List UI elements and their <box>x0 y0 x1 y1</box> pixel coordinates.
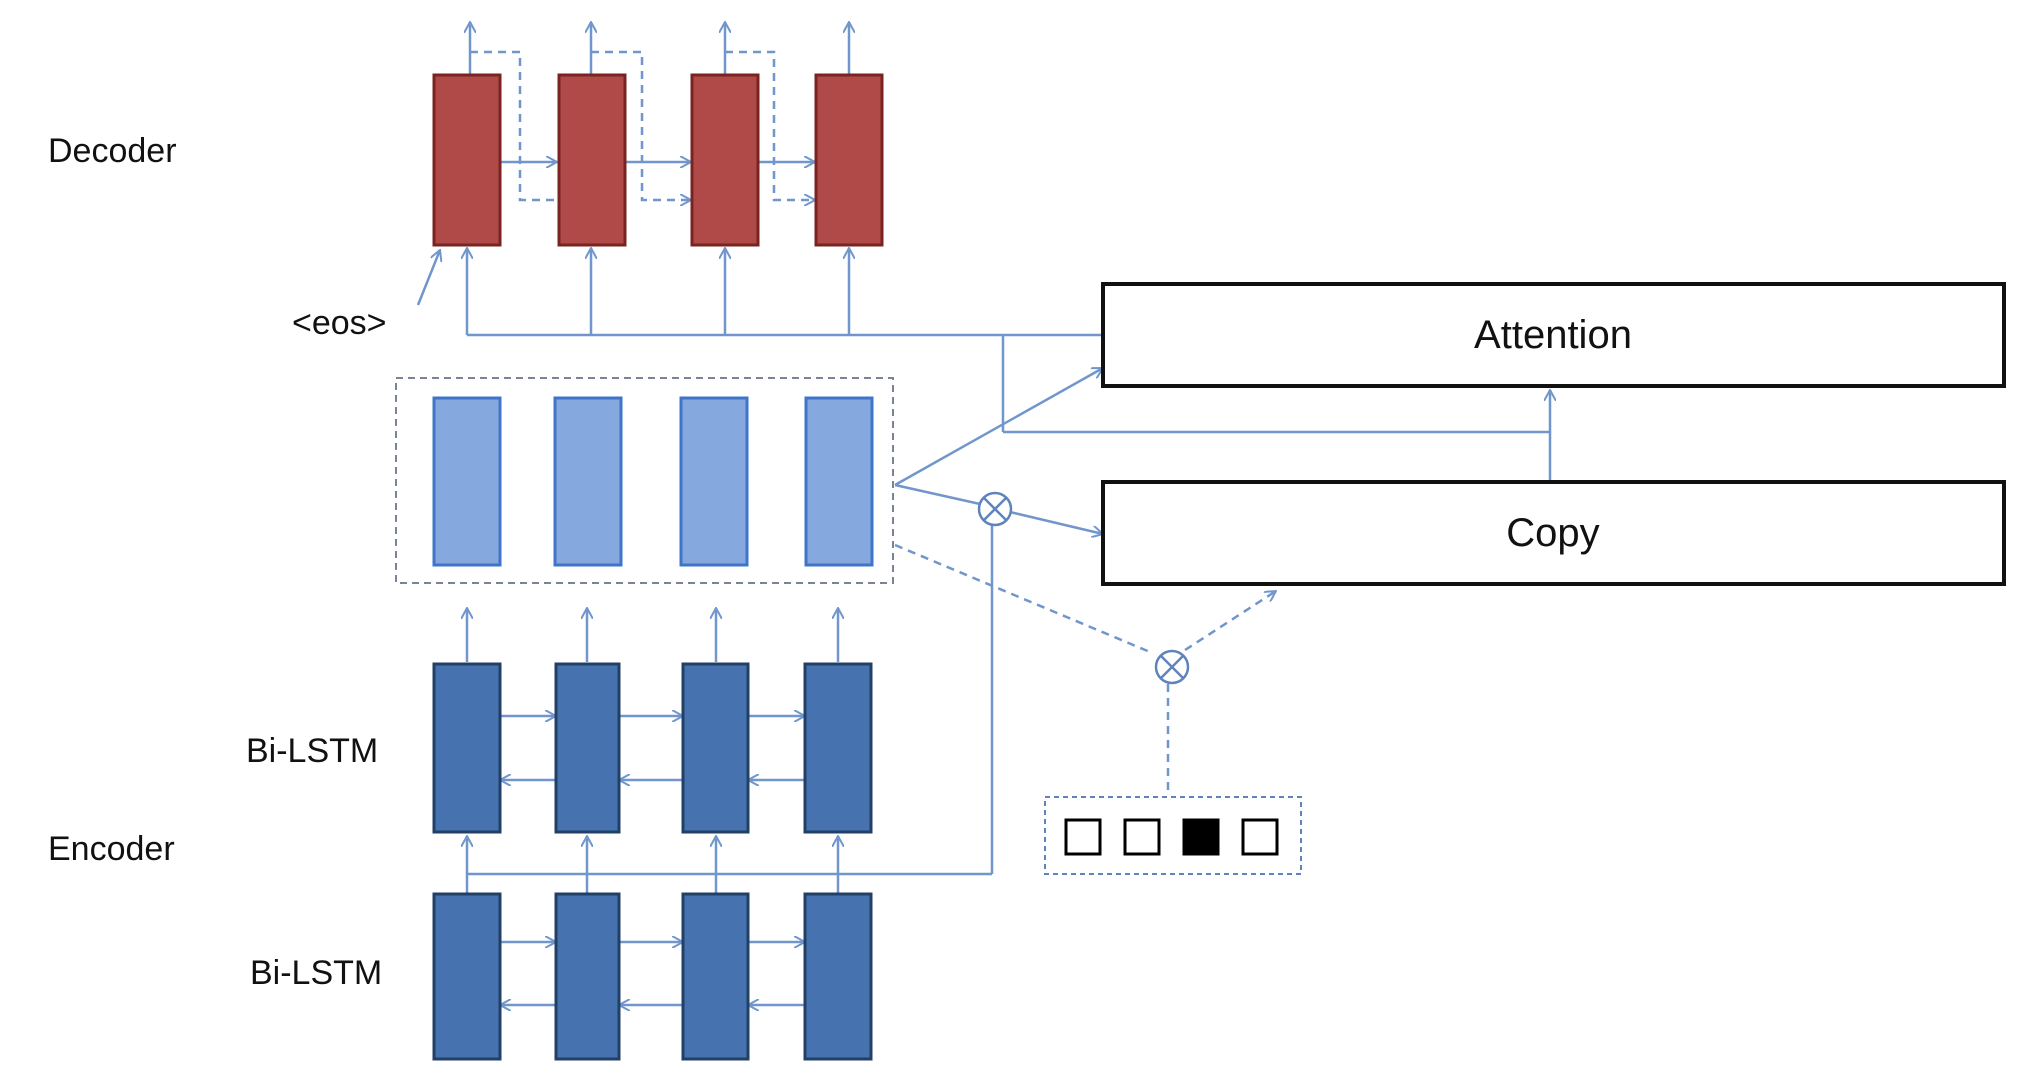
hidden-state-cell <box>432 396 502 567</box>
decoder-label: Decoder <box>48 132 177 170</box>
hidden-state-cell <box>804 396 874 567</box>
attention-label: Attention <box>1474 313 1632 357</box>
hidden-state-cells <box>432 396 874 567</box>
multiply-gate-icon <box>1154 649 1190 685</box>
mask-cell-empty <box>1064 818 1102 856</box>
bilstm-cell <box>554 892 621 1061</box>
mask-vector-group <box>1044 796 1302 875</box>
decoder-cell <box>432 73 502 247</box>
bilstm-cell <box>432 662 502 834</box>
mask-cell-empty <box>1123 818 1161 856</box>
bilstm-cell <box>803 892 873 1061</box>
eos-label: <eos> <box>292 304 387 342</box>
encoder-label: Encoder <box>48 830 175 868</box>
bilstm-layer-top <box>432 662 873 834</box>
decoder-cell <box>690 73 760 247</box>
decoder-cell <box>814 73 884 247</box>
bilstm-top-label: Bi-LSTM <box>246 732 378 770</box>
bilstm-cell <box>681 892 750 1061</box>
decoder-cell <box>557 73 627 247</box>
copy-box <box>1101 480 2006 586</box>
connectors <box>416 22 1550 1005</box>
mask-cell-filled <box>1182 818 1220 856</box>
decoder-cells <box>432 73 884 247</box>
hidden-state-cell <box>553 396 623 567</box>
bilstm-bottom-label: Bi-LSTM <box>250 954 382 992</box>
attention-box <box>1101 282 2006 388</box>
bilstm-cell <box>803 662 873 834</box>
bilstm-cell <box>681 662 750 834</box>
mask-cell-empty <box>1241 818 1279 856</box>
hidden-state-cell <box>679 396 749 567</box>
bilstm-cell <box>432 892 502 1061</box>
bilstm-layer-bottom <box>432 892 873 1061</box>
copy-label: Copy <box>1506 511 1599 555</box>
hidden-states-group <box>395 377 894 584</box>
bilstm-cell <box>554 662 621 834</box>
mask-vector <box>1064 818 1279 856</box>
multiply-gate-icon <box>977 491 1013 527</box>
